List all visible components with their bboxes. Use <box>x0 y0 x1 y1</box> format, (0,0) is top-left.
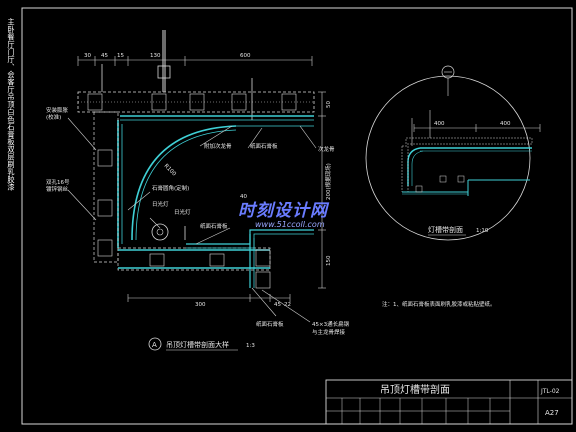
label-top-1: 纸面石膏板 <box>250 142 278 150</box>
label-inner-board: 纸面石膏板 <box>200 222 228 230</box>
dim-top-0: 30 <box>84 53 91 59</box>
dim-bottom-2: 22 <box>284 302 291 308</box>
drawing-name: 吊顶灯槽带剖面 <box>380 383 450 396</box>
drawing-number: JTL-02 <box>540 388 560 395</box>
detail-marker-circle <box>148 337 162 351</box>
dim-bottom-1: 45 <box>274 302 281 308</box>
dim-right-0: 50 <box>326 101 332 108</box>
sheet-number: A27 <box>545 409 559 417</box>
watermark-brand: 时刻设计网 <box>238 201 328 221</box>
label-top-2: 次龙骨 <box>318 145 335 153</box>
enlarged-scale: 1:10 <box>476 228 489 234</box>
detail-marker-letter: A <box>152 341 157 349</box>
dim-inner-0: 40 <box>240 194 247 200</box>
sheet-border <box>21 7 573 425</box>
enlarged-detail: 400 400 灯槽带剖面 1:10 <box>365 65 541 241</box>
enlarged-dim-1: 400 <box>500 121 511 127</box>
main-detail-scale: 1:3 <box>246 343 255 349</box>
dim-inner-1: R100 <box>163 163 178 178</box>
enlarged-dim-0: 400 <box>434 121 445 127</box>
label-mid-0: 石膏圆角(定制) <box>152 184 189 192</box>
side-note: 主卧餐厅门厅、会客厅吊顶白色石膏板双层刷乳胶漆 <box>7 18 16 191</box>
label-bottom-2: 与主龙骨焊接 <box>312 328 346 336</box>
watermark-url: www.51ccoll.com <box>255 220 325 229</box>
title-block: 吊顶灯槽带剖面 JTL-02 A27 <box>325 379 573 425</box>
label-left-1: (校准) <box>46 113 61 121</box>
label-top-0: 附加次龙骨 <box>204 142 232 150</box>
dim-right-2: 150 <box>326 255 332 266</box>
dim-top-4: 600 <box>240 53 251 59</box>
label-bottom-0: 纸面石膏板 <box>256 320 284 328</box>
label-mid-1: 日光灯 <box>152 200 169 208</box>
dim-top-1: 45 <box>101 53 108 59</box>
general-note: 注：1、纸面石膏板表面刷乳胶漆或粘贴壁纸。 <box>382 300 496 308</box>
label-bottom-1: 45×3通长扁钢 <box>312 320 350 328</box>
label-left-0: 安装膨胀 <box>46 106 69 114</box>
dim-right-1: 200(根据现场) <box>324 163 332 200</box>
dim-top-2: 15 <box>117 53 124 59</box>
dim-bottom-0: 300 <box>195 302 206 308</box>
dim-top-3: 130 <box>150 53 161 59</box>
label-mid-2: 日光灯 <box>174 208 191 216</box>
label-left-2: 双孔16号 <box>46 178 70 186</box>
label-left-3: 镀锌钢丝 <box>46 185 69 193</box>
main-detail: 30 45 15 130 600 <box>46 30 350 351</box>
enlarged-title: 灯槽带剖面 <box>428 225 463 234</box>
main-detail-title: 吊顶灯槽带剖面大样 <box>166 340 229 349</box>
